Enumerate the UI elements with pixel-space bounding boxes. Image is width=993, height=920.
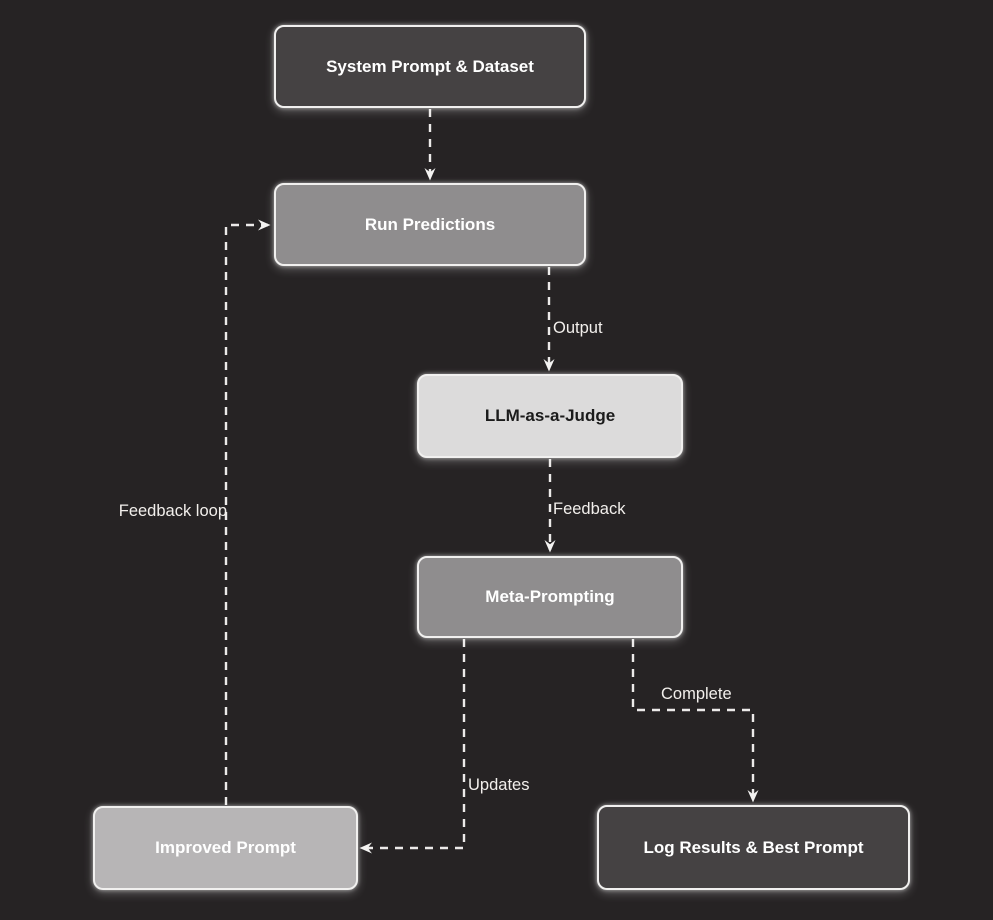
node-label: LLM-as-a-Judge [484,406,616,425]
edge-label-output: Output [553,319,603,337]
node-system-prompt-dataset: System Prompt & Dataset [274,25,586,108]
node-run-predictions: Run Predictions [274,183,586,266]
edge-label-feedback: Feedback [553,500,626,518]
node-meta-prompting: Meta-Prompting [417,556,683,638]
node-label: Run Predictions [364,214,496,234]
node-log-results-best-prompt: Log Results & Best Prompt [597,805,910,890]
edge-improved-to-run-feedback-loop [224,219,271,805]
edge-meta-to-log [631,639,759,803]
node-improved-prompt: Improved Prompt [93,806,358,890]
node-label: Meta-Prompting [485,587,615,606]
edge-meta-to-improved [359,639,466,854]
node-llm-as-a-judge: LLM-as-a-Judge [417,374,683,458]
edge-label-complete: Complete [661,685,732,703]
node-label: Improved Prompt [155,838,296,857]
edge-label-feedback-loop: Feedback loop [118,502,227,520]
node-label: System Prompt & Dataset [326,56,534,76]
edge-label-updates: Updates [468,776,530,794]
node-label: Log Results & Best Prompt [643,837,864,857]
